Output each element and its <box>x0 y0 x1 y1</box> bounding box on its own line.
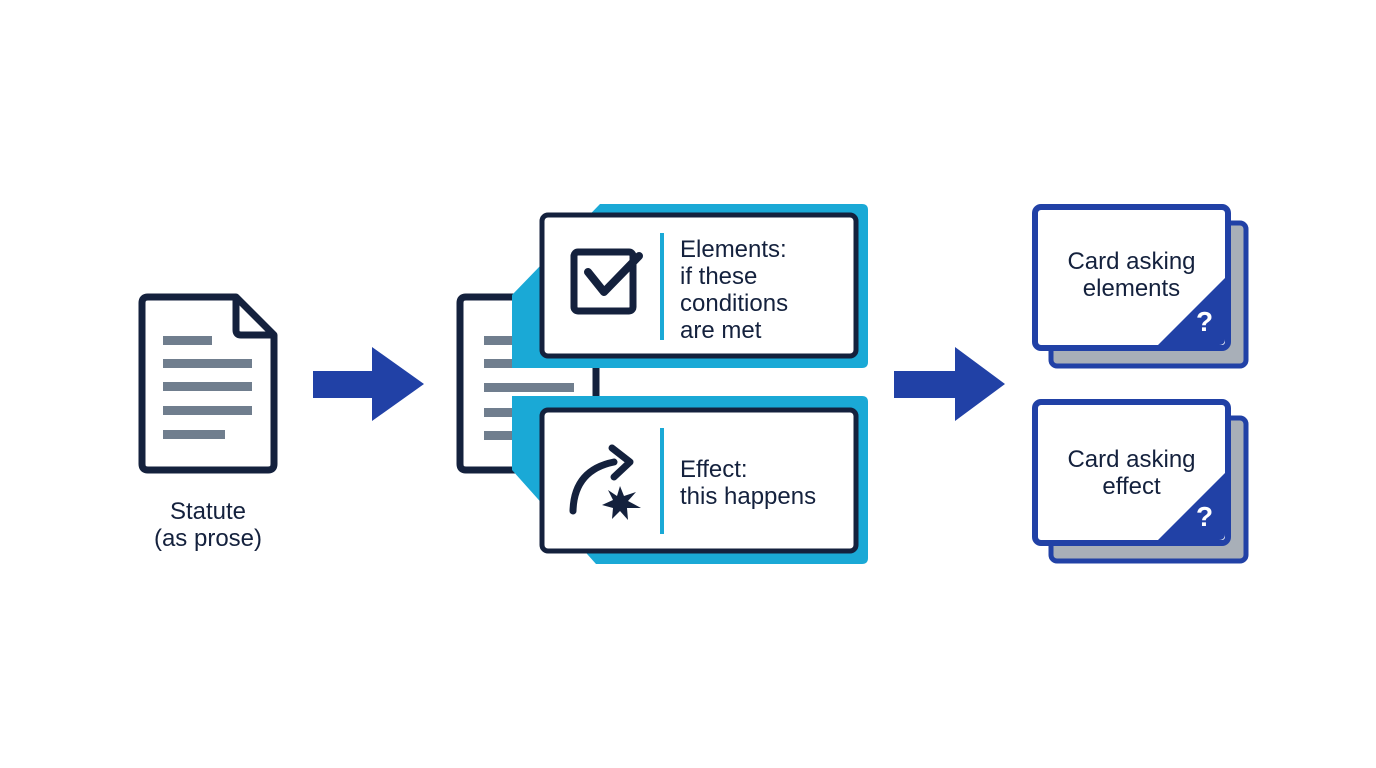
card-effect-line1: Card asking <box>1067 446 1196 473</box>
text-line <box>163 336 212 345</box>
elements-text: Elements: if these conditions are met <box>680 236 788 344</box>
effect-text: Effect: this happens <box>680 456 816 510</box>
curved-arrow-burst-icon <box>569 444 641 520</box>
effect-heading: Effect: <box>680 456 748 483</box>
question-mark-icon: ? <box>1196 306 1214 337</box>
elements-line2: if these <box>680 263 758 290</box>
text-line <box>163 382 252 391</box>
question-mark-icon: ? <box>1196 501 1214 532</box>
statute-label-line2: (as prose) <box>153 525 263 552</box>
flashcard-effect <box>1032 399 1249 564</box>
flashcard-elements <box>1032 204 1249 369</box>
elements-line3: conditions <box>680 290 789 317</box>
effect-panel <box>512 396 868 564</box>
card-effect-text: Card asking effect <box>1035 446 1228 500</box>
checkbox-checked-icon <box>570 248 643 315</box>
elements-line4: are met <box>680 317 762 344</box>
statute-label-line1: Statute <box>169 498 247 525</box>
text-line <box>163 359 252 368</box>
card-elements-text: Card asking elements <box>1035 248 1228 302</box>
text-line <box>163 430 225 439</box>
card-elements-line1: Card asking <box>1067 248 1196 275</box>
statute-label: Statute (as prose) <box>130 498 286 552</box>
flow-arrow-1 <box>313 347 424 421</box>
effect-line2: this happens <box>680 483 817 510</box>
text-line <box>163 406 252 415</box>
card-elements-line2: elements <box>1082 275 1181 302</box>
flow-arrow-2 <box>894 347 1005 421</box>
elements-heading: Elements: <box>680 236 787 263</box>
card-effect-line2: effect <box>1102 473 1161 500</box>
statute-document-icon <box>138 293 278 474</box>
